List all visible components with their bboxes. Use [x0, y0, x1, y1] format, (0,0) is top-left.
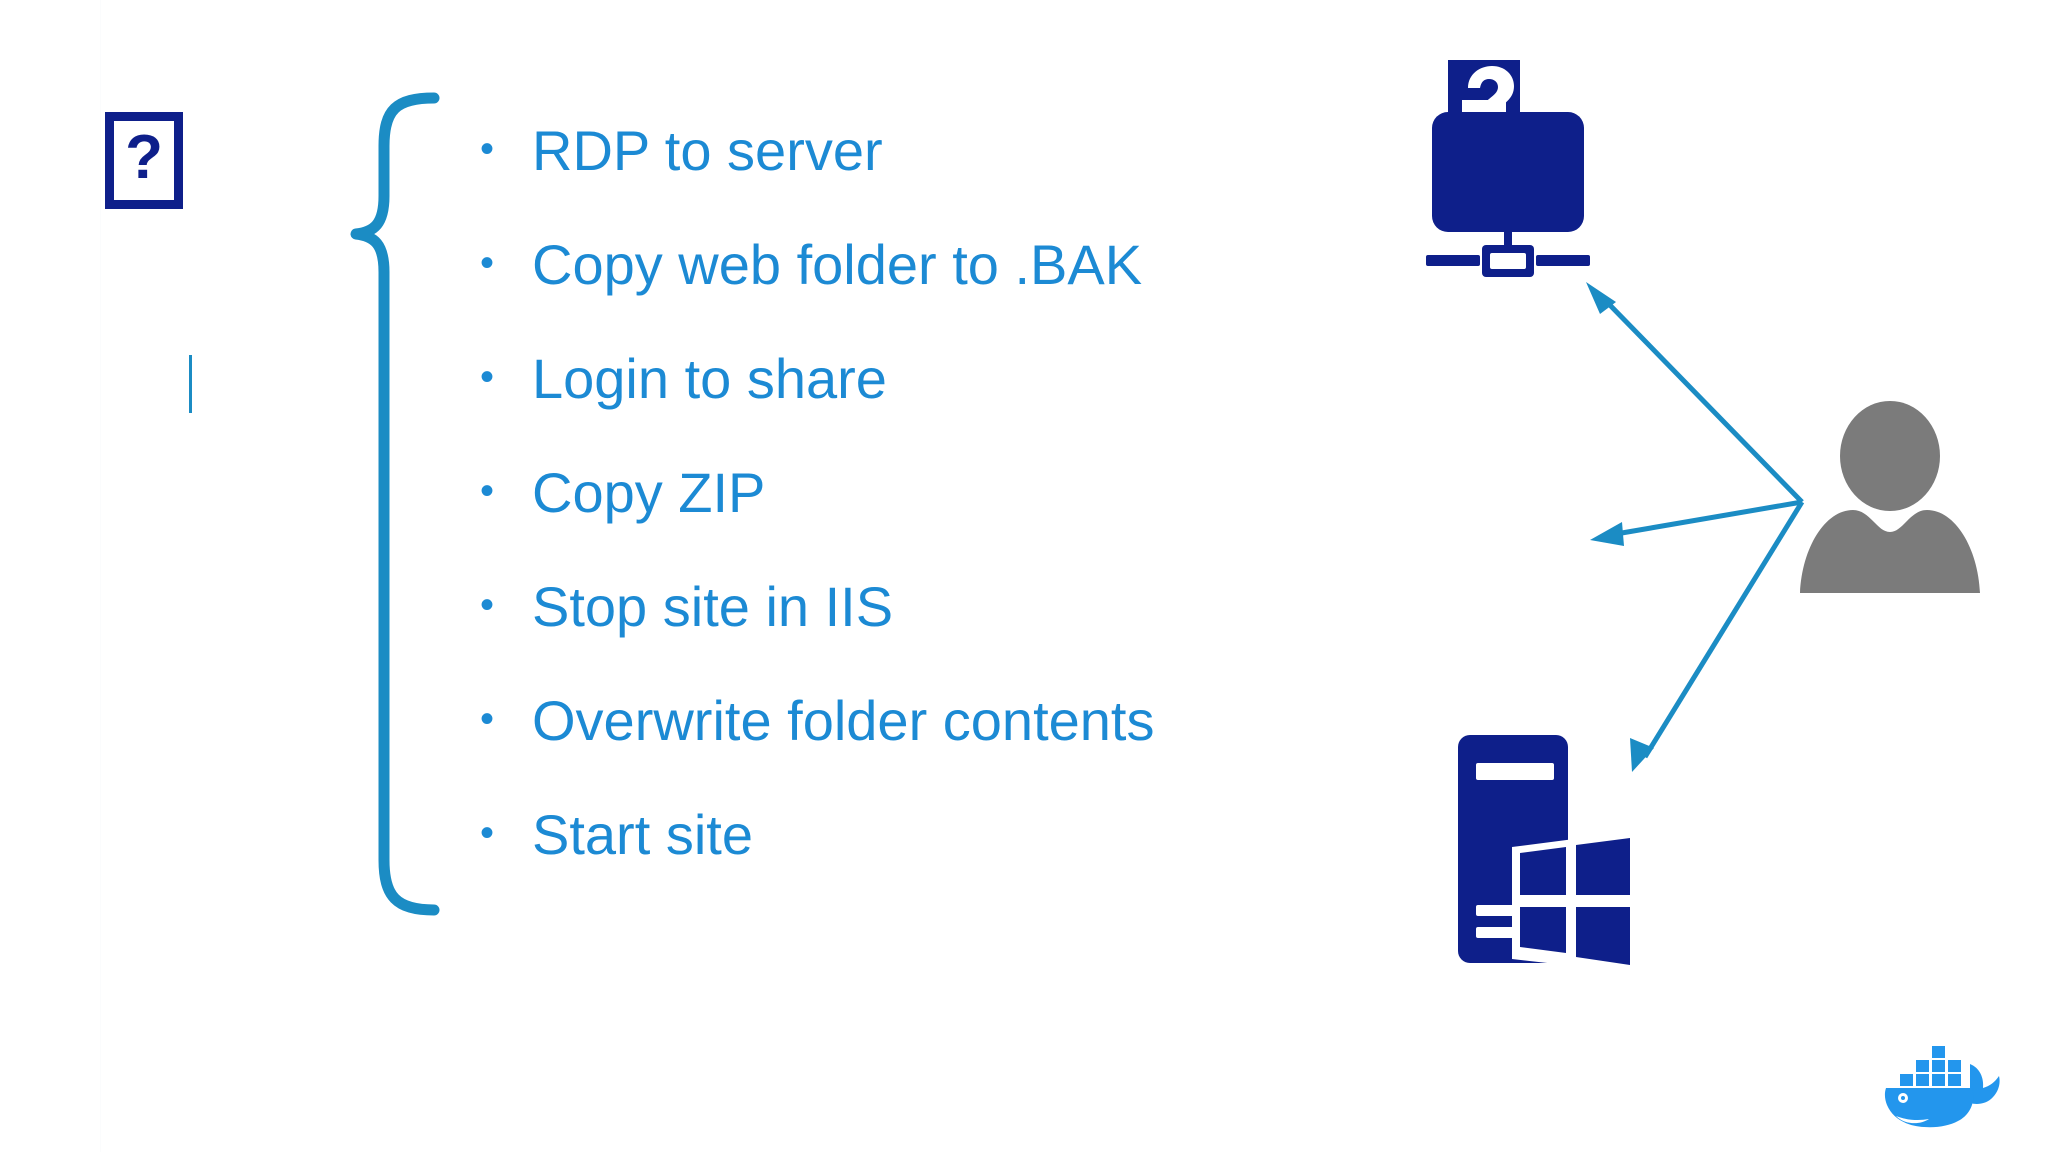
list-item-label: Login to share	[532, 347, 887, 410]
bullet-marker: •	[480, 355, 495, 399]
windows-server-tower-icon	[1458, 735, 1636, 973]
list-item[interactable]: • Start site	[480, 802, 1380, 916]
bullet-marker: •	[480, 811, 495, 855]
list-item[interactable]: • Copy ZIP	[480, 460, 1380, 574]
connector-arrows-icon	[1586, 282, 1805, 772]
bullet-marker: •	[480, 241, 495, 285]
bullet-marker: •	[480, 697, 495, 741]
list-item[interactable]: • Stop site in IIS	[480, 574, 1380, 688]
question-mark-glyph: ?	[125, 122, 163, 192]
list-item[interactable]: • Overwrite folder contents	[480, 688, 1380, 802]
list-item[interactable]: • Login to share	[480, 346, 1380, 460]
bullet-marker: •	[480, 127, 495, 171]
list-item-label: Overwrite folder contents	[532, 689, 1155, 752]
missing-image-placeholder-icon: ?	[105, 112, 183, 209]
bullet-marker: •	[480, 469, 495, 513]
list-item-label: Start site	[532, 803, 753, 866]
slide-left-edge	[100, 0, 101, 1152]
text-cursor	[189, 355, 192, 413]
list-item-label: Copy web folder to .BAK	[532, 233, 1143, 296]
user-person-icon	[1800, 401, 1980, 593]
list-item-label: RDP to server	[532, 119, 883, 182]
list-item[interactable]: • Copy web folder to .BAK	[480, 232, 1380, 346]
list-item[interactable]: • RDP to server	[480, 118, 1380, 232]
curly-brace-icon	[350, 92, 440, 916]
list-item-label: Stop site in IIS	[532, 575, 894, 638]
bullet-marker: •	[480, 583, 495, 627]
steps-list: • RDP to server • Copy web folder to .BA…	[480, 118, 1380, 916]
network-server-database-icon	[1426, 60, 1590, 277]
docker-whale-logo	[1884, 1046, 2000, 1128]
list-item-label: Copy ZIP	[532, 461, 766, 524]
